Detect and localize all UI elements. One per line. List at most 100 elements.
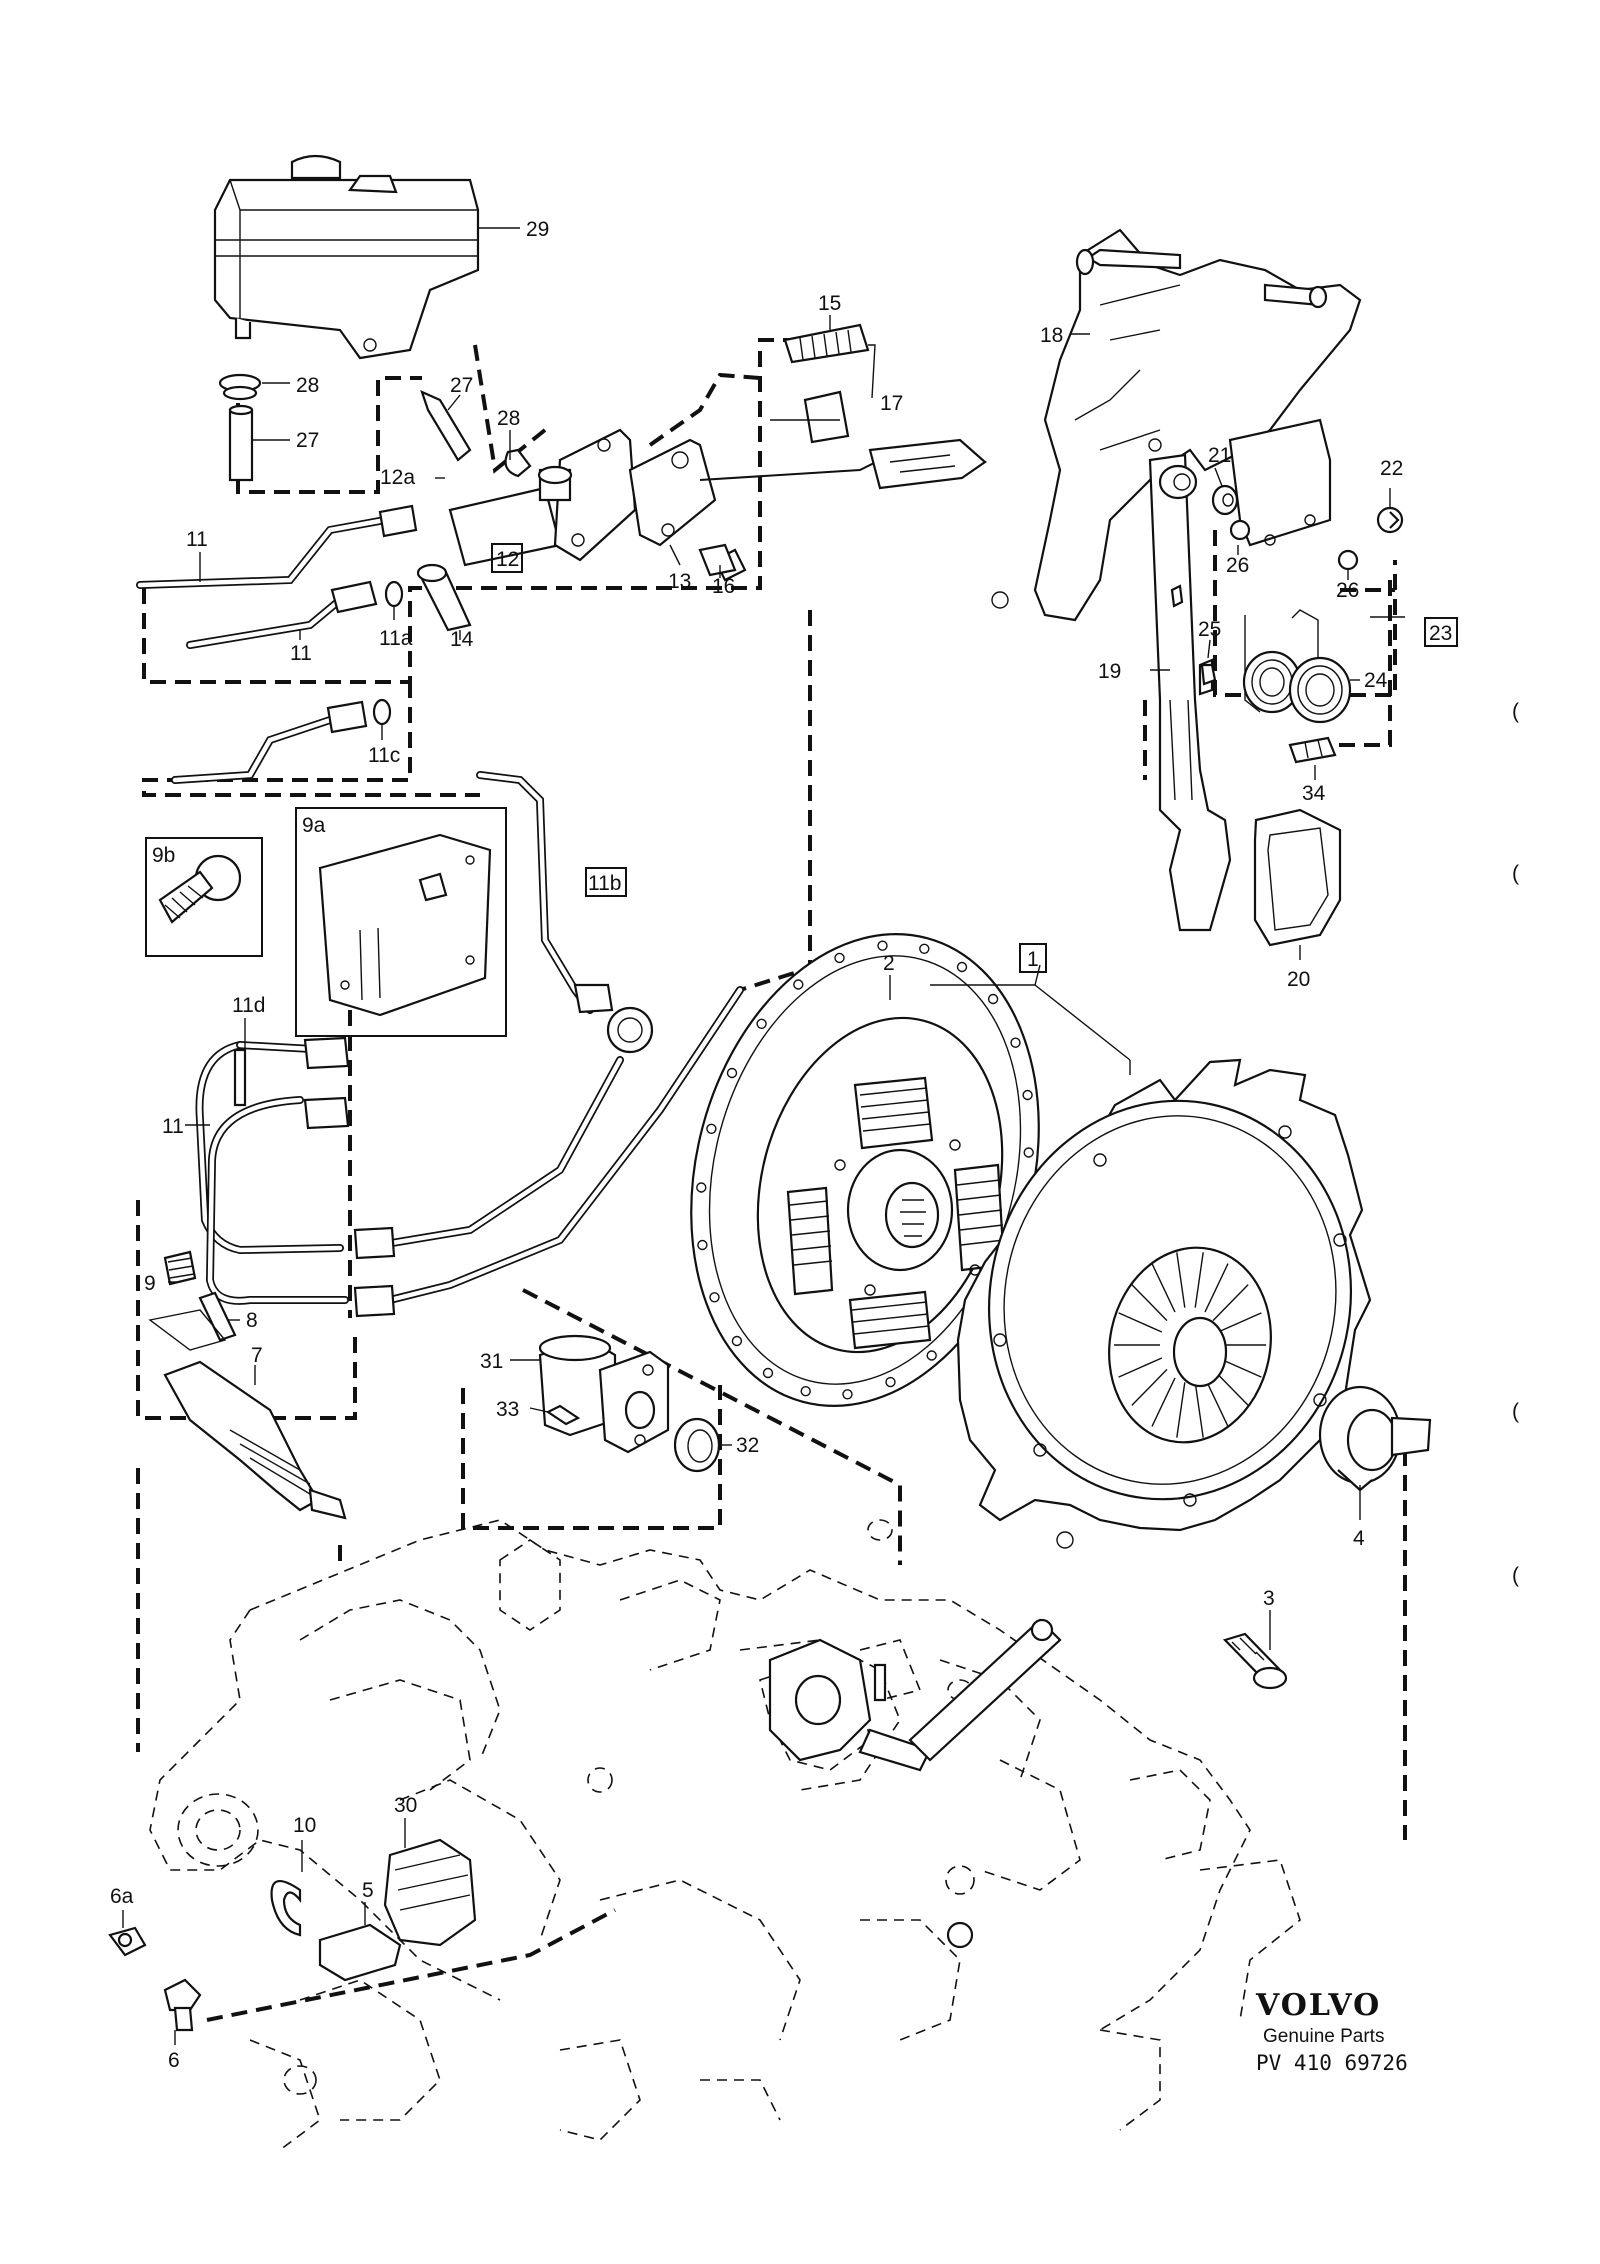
disc-rivet [800,1385,811,1397]
disc-rivet [842,1389,853,1400]
callout-32: 32 [736,1434,759,1457]
callout-28-grommet: 28 [296,374,319,397]
slave-cylinder [148,1250,347,1520]
spring-finger [1217,1312,1262,1333]
disc-rivet [1010,1037,1021,1048]
callout-2: 2 [883,952,895,975]
callout-11c: 11c [368,744,400,767]
margin-mark-2: ( [1512,862,1519,885]
callout-18: 18 [1040,324,1063,347]
spring-finger [1204,1377,1229,1427]
disc-rivet [726,1067,738,1079]
callout-34: 34 [1302,782,1326,805]
callout-17: 17 [880,392,903,415]
callout-25: 25 [1198,618,1221,641]
clutch-disc [690,933,1040,1407]
hydraulic-lines [136,504,744,1318]
spring-finger [1204,1263,1229,1313]
spring-finger [1194,1382,1204,1438]
brand-block: VOLVO Genuine Parts PV 410 69726 [1255,1988,1408,2075]
callout-21: 21 [1208,444,1231,467]
pressure-plate-bolt [1222,1632,1288,1690]
callout-14: 14 [450,628,474,651]
callout-6a: 6a [110,1885,134,1908]
disc-rivet [709,1292,720,1303]
callout-28-clamp: 28 [497,407,520,430]
spring-finger [1131,1368,1168,1406]
disc-rivet [926,1350,937,1361]
callout-31: 31 [480,1350,503,1373]
pedal-bracket [991,228,1362,622]
callout-4: 4 [1353,1527,1365,1550]
margin-marks: ( ( ( ( [1512,700,1519,1587]
fluid-reservoir [213,154,480,360]
callout-6: 6 [168,2049,180,2072]
disc-rivet [885,1376,896,1388]
callout-11-loop: 11 [162,1115,184,1138]
brand-code: PV 410 69726 [1256,2051,1408,2075]
brand-subtitle: Genuine Parts [1263,2026,1384,2047]
boxed-callouts: 12 11b 1 23 [491,543,1458,973]
spring-finger [1194,1252,1204,1308]
inset-box-9a [295,807,507,1037]
disc-rivet [919,943,930,954]
callout-11-lower: 11 [290,642,312,665]
disc-rivet [762,1367,774,1379]
callout-labels: 29 28 27 27 28 12a 11 11 11a 14 13 16 15… [110,218,1403,2072]
callout-11-upper: 11 [186,528,208,551]
disc-rivet [1023,1147,1034,1158]
margin-mark-4: ( [1512,1564,1519,1587]
callout-26-left: 26 [1226,554,1249,577]
callout-8: 8 [246,1309,258,1332]
pressure-plate [956,1058,1372,1549]
reservoir-grommet-and-hose [218,373,532,482]
callout-11a: 11a [379,627,413,650]
callout-30: 30 [394,1794,417,1817]
disc-rivet [696,1182,707,1193]
callout-3: 3 [1263,1587,1275,1610]
boxed-callout-1: 1 [1027,948,1039,971]
spring-finger [1118,1312,1163,1333]
callout-33: 33 [496,1398,519,1421]
disc-rivet [706,1123,717,1135]
callout-9b: 9b [152,844,175,867]
spring-finger [1151,1377,1176,1427]
callout-27-tube: 27 [296,429,319,452]
spring-finger [1212,1284,1249,1322]
callout-20: 20 [1287,968,1310,991]
boxed-callout-23: 23 [1429,622,1452,645]
callout-29: 29 [526,218,549,241]
spring-finger [1118,1357,1163,1378]
disc-rivet [793,979,804,990]
disc-rivet [877,940,888,951]
release-bearing [1318,1385,1432,1492]
boxed-callout-12: 12 [496,548,519,571]
disc-rivet [756,1018,767,1029]
boxed-callout-11b: 11b [588,872,621,895]
callout-16: 16 [712,575,735,598]
sensor-and-bracket [108,1838,477,2032]
spring-finger [1151,1263,1176,1313]
transmission-housing [149,1519,1301,2151]
clevis-and-bolt [770,323,870,444]
callout-12a: 12a [380,466,415,489]
callout-13: 13 [668,570,691,593]
clutch-pedal [1148,453,1232,932]
callout-10: 10 [293,1814,316,1837]
callout-9a: 9a [302,814,326,837]
callout-19: 19 [1098,660,1121,683]
callout-15: 15 [818,292,841,315]
diaphragm-spring-fingers [1114,1252,1266,1438]
spring-finger [1176,1382,1186,1438]
callout-11d: 11d [232,994,265,1017]
callout-24: 24 [1364,669,1388,692]
disc-rivet [834,952,845,964]
clutch-disc-rivets [696,940,1034,1400]
disc-rivet [956,961,968,973]
disc-rivet [697,1239,708,1251]
leader-lines [122,227,1405,2045]
spring-finger [1131,1284,1168,1322]
spring-finger [1176,1252,1186,1308]
release-fork-assembly [538,1334,721,1473]
